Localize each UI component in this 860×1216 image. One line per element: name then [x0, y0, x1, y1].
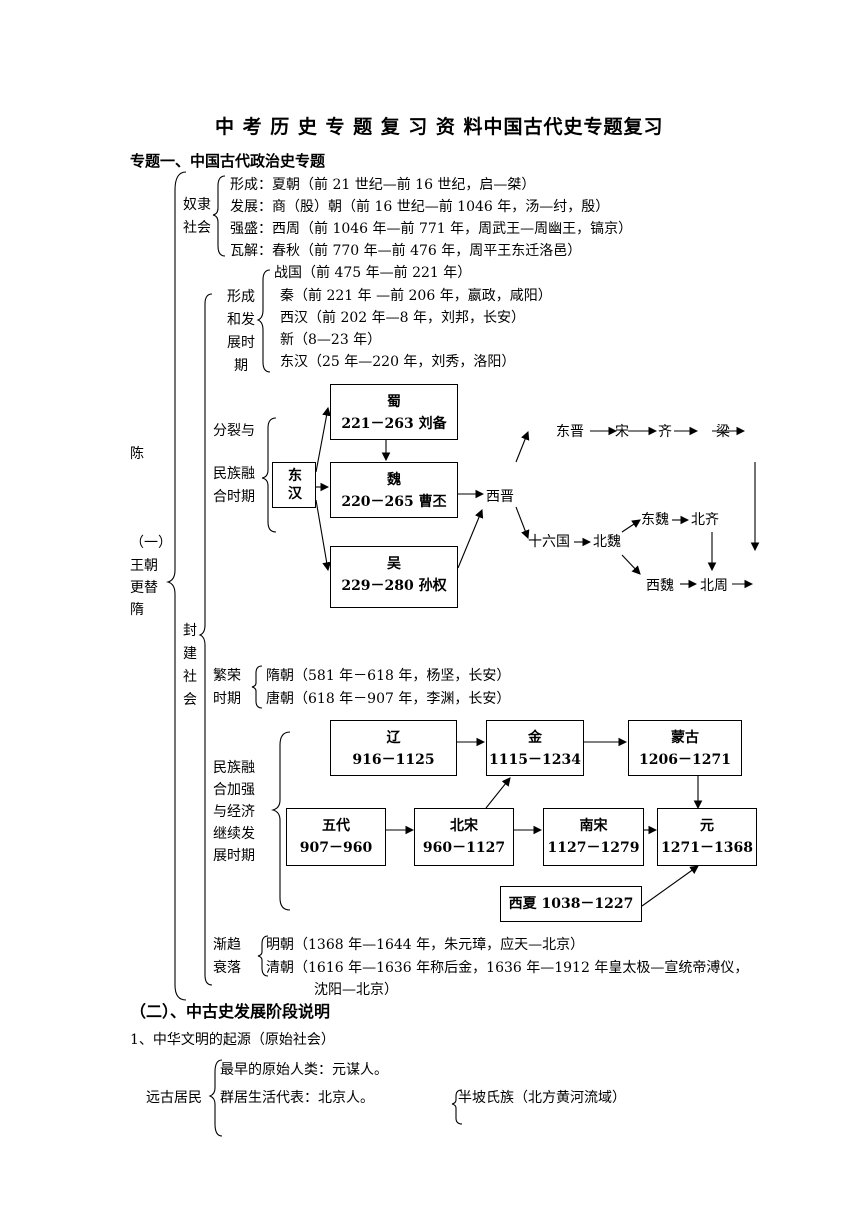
side-chunk3: 更替	[130, 580, 158, 596]
jin-years: 1115－1234	[489, 752, 581, 768]
formation-row-3: 西汉（前 202 年—8 年，刘邦，长安）	[280, 310, 525, 326]
side-chunk1: （一）	[130, 535, 172, 551]
beisong-name: 北宋	[450, 818, 478, 834]
decline-row-2: 清朝（1616 年—1636 年称后金，1636 年—1912 年皇太极—宣统帝…	[266, 960, 749, 976]
slave-label: 奴隶社会	[183, 197, 211, 236]
fusion-label-2: 合加强	[213, 782, 255, 798]
wei-name: 魏	[387, 472, 401, 488]
donghan-box: 东汉	[272, 462, 316, 508]
shu-name: 蜀	[387, 394, 401, 410]
slave-row-4: 瓦解：春秋（前 770 年—前 476 年，周平王东迁洛邑）	[230, 243, 582, 259]
nansong-years: 1127－1279	[547, 840, 640, 856]
wu-name: 吴	[387, 556, 401, 572]
side-chunk2: 王朝	[130, 558, 158, 574]
xixia-box: 西夏 1038－1227	[500, 886, 642, 922]
nansong-box: 南宋 1127－1279	[543, 808, 644, 866]
yuan-years: 1271－1368	[661, 840, 753, 856]
fusion-label-5: 展时期	[213, 848, 255, 864]
prosper-row-1: 隋朝（581 年－618 年，杨坚，长安）	[266, 668, 511, 684]
wei-box: 魏 220－265 曹丕	[330, 462, 458, 518]
shu-years: 221－263 刘备	[341, 416, 447, 432]
fusion-label-4: 继续发	[213, 826, 255, 842]
feudal-brace	[198, 293, 213, 986]
xixia-label: 西夏 1038－1227	[508, 896, 634, 912]
beiwei-label: 北魏	[593, 534, 621, 550]
decline-brace	[257, 935, 269, 977]
shiliuguo-label: 十六国	[528, 534, 570, 550]
banpo-label: 半坡氏族（北方黄河流域）	[458, 1090, 626, 1106]
prosper-row-2: 唐朝（618 年－907 年，李渊，长安）	[266, 691, 511, 707]
split-brace	[261, 417, 277, 533]
slave-row-3: 强盛：西周（前 1046 年—前 771 年，周武王—周幽王，镐京）	[230, 221, 633, 237]
xiwei-label: 西魏	[646, 578, 674, 594]
formation-row-1: 战国（前 475 年—前 221 年）	[274, 265, 472, 281]
slave-row-2: 发展：商（股）朝（前 16 世纪—前 1046 年，汤—纣，殷）	[230, 199, 610, 215]
donghan-label: 东汉	[288, 468, 302, 502]
page-title: 中 考 历 史 专 题 复 习 资 料中国古代史专题复习	[215, 116, 664, 138]
fusion-label-1: 民族融	[213, 760, 255, 776]
wu-years: 229－280 孙权	[341, 578, 447, 594]
slave-row-1: 形成：夏朝（前 21 世纪—前 16 世纪，启—桀）	[230, 177, 536, 193]
wudai-years: 907－960	[299, 840, 373, 856]
main-brace	[166, 171, 187, 1001]
dongwei-label: 东魏	[641, 512, 669, 528]
fusion-label-3: 与经济	[213, 804, 255, 820]
mongol-name: 蒙古	[671, 730, 699, 746]
nansong-name: 南宋	[579, 818, 608, 834]
feudal-label: 封建社会	[183, 623, 197, 708]
prosper-brace	[251, 665, 263, 709]
qi-label: 齐	[658, 424, 672, 440]
ancient-label: 远古居民	[146, 1090, 202, 1106]
song-label: 宋	[615, 424, 629, 440]
wei-years: 220－265 曹丕	[341, 494, 447, 510]
formation-label: 形成和发展时期	[227, 289, 255, 374]
slave-brace	[212, 175, 226, 257]
formation-row-4: 新（8—23 年）	[280, 332, 382, 348]
xijin-label: 西晋	[486, 489, 514, 505]
formation-row-2: 秦（前 221 年 —前 206 年，嬴政，咸阳）	[280, 288, 552, 304]
shu-box: 蜀 221－263 刘备	[330, 384, 458, 440]
liao-name: 辽	[386, 730, 401, 746]
wu-box: 吴 229－280 孙权	[330, 546, 458, 608]
beisong-years: 960－1127	[422, 840, 506, 856]
mongol-box: 蒙古 1206－1271	[628, 720, 742, 776]
split-label-2: 民族融	[213, 466, 255, 482]
prosper-label-2: 时期	[213, 691, 241, 707]
mongol-years: 1206－1271	[639, 752, 731, 768]
ancient-brace	[208, 1059, 223, 1137]
decline-row-3: 沈阳—北京）	[314, 982, 398, 998]
beisong-box: 北宋 960－1127	[414, 808, 514, 866]
topic1-heading: 专题一、中国古代政治史专题	[130, 152, 326, 170]
ancient-row-2: 群居生活代表：北京人。	[220, 1090, 374, 1106]
fusion-brace	[271, 731, 291, 911]
liao-box: 辽 916－1125	[330, 720, 457, 776]
beiqi-label: 北齐	[691, 512, 719, 528]
wudai-name: 五代	[322, 818, 350, 834]
section1-heading: 1、中华文明的起源（原始社会）	[130, 1032, 335, 1048]
banpo-brace	[451, 1089, 463, 1125]
liao-years: 916－1125	[352, 752, 435, 768]
topic2-heading: （二）、中古史发展阶段说明	[130, 1002, 331, 1021]
liang-label: 梁	[716, 424, 730, 440]
decline-label-1: 渐趋	[213, 937, 241, 953]
beizhou-label: 北周	[700, 578, 728, 594]
decline-label-2: 衰落	[213, 960, 241, 976]
jin-name: 金	[528, 730, 542, 746]
dongjin-label: 东晋	[556, 424, 584, 440]
decline-row-1: 明朝（1368 年—1644 年，朱元璋，应天—北京）	[266, 937, 585, 953]
side-chen: 陈	[130, 446, 144, 462]
jin-box: 金 1115－1234	[486, 720, 584, 776]
side-chunk4: 隋	[130, 602, 144, 618]
ancient-row-1: 最早的原始人类：元谋人。	[220, 1062, 388, 1078]
formation-row-5: 东汉（25 年—220 年，刘秀，洛阳）	[280, 354, 516, 370]
split-label-1: 分裂与	[213, 423, 255, 439]
yuan-name: 元	[700, 818, 714, 834]
split-label-3: 合时期	[213, 489, 255, 505]
prosper-label-1: 繁荣	[213, 668, 241, 684]
yuan-box: 元 1271－1368	[657, 808, 757, 866]
wudai-box: 五代 907－960	[286, 808, 386, 866]
formation-brace	[256, 269, 271, 373]
